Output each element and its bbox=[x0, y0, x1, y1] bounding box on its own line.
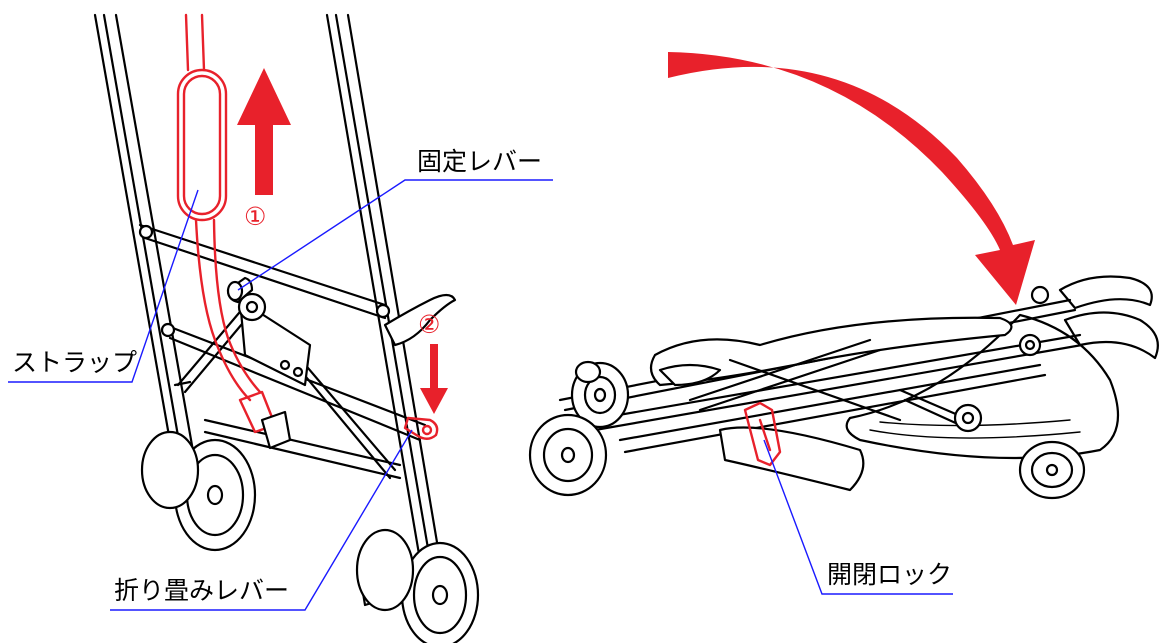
upright-stroller bbox=[93, 13, 480, 643]
strap-outline bbox=[176, 13, 292, 450]
fold-direction-arrow-icon bbox=[668, 52, 1035, 305]
open-close-lock-leader bbox=[763, 439, 953, 595]
folding-lever-label: 折り畳みレバー bbox=[114, 576, 289, 605]
folded-stroller bbox=[528, 275, 1159, 500]
open-close-lock-outline bbox=[743, 401, 782, 467]
fixing-lever-leader bbox=[237, 179, 553, 291]
strap-leader bbox=[8, 189, 199, 383]
open-close-lock-label: 開閉ロック bbox=[827, 560, 952, 589]
strap-label: ストラップ bbox=[12, 348, 137, 377]
up-arrow-icon bbox=[237, 68, 291, 195]
folding-lever-outline bbox=[403, 416, 439, 440]
fixing-lever-label: 固定レバー bbox=[417, 147, 542, 176]
step2-marker: ② bbox=[418, 310, 440, 339]
step1-marker: ① bbox=[244, 202, 266, 231]
folding-lever-leader bbox=[110, 429, 413, 611]
down-arrow-icon bbox=[420, 344, 448, 414]
